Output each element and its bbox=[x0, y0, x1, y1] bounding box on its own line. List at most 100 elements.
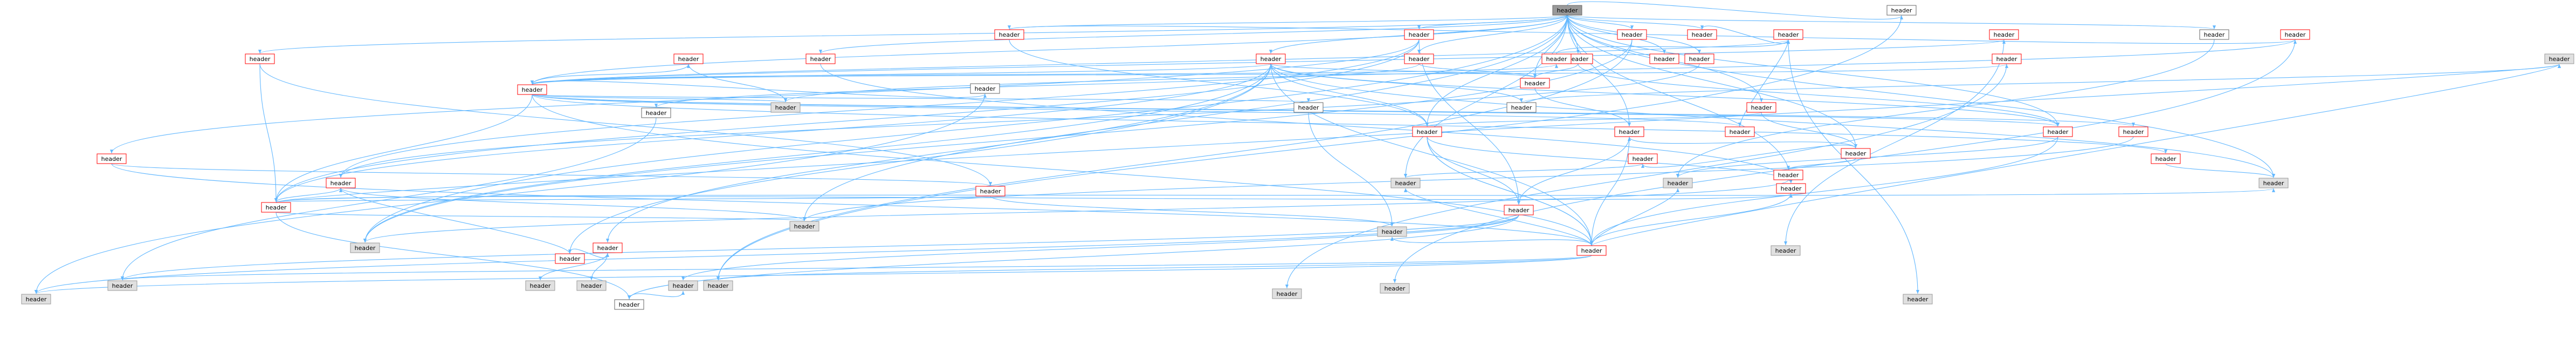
header-node[interactable]: header bbox=[805, 53, 836, 64]
header-node[interactable]: header bbox=[1903, 294, 1933, 305]
header-node[interactable]: header bbox=[703, 280, 733, 291]
header-node[interactable]: header bbox=[1773, 29, 1803, 40]
dependency-edge bbox=[1589, 136, 1630, 246]
header-node[interactable]: header bbox=[1649, 53, 1679, 64]
header-node[interactable]: header bbox=[994, 29, 1024, 40]
header-node[interactable]: header bbox=[1614, 126, 1644, 137]
header-node[interactable]: header bbox=[107, 280, 137, 291]
dependency-edge bbox=[1567, 15, 2216, 30]
header-node[interactable]: header bbox=[1663, 178, 1693, 188]
node-label: header bbox=[522, 86, 543, 93]
header-node[interactable]: header bbox=[1380, 283, 1410, 294]
header-node[interactable]: header bbox=[975, 186, 1005, 197]
header-node[interactable]: header bbox=[1390, 178, 1421, 188]
header-node[interactable]: header bbox=[555, 253, 585, 264]
nodes: header header header header header header head… bbox=[21, 5, 2574, 310]
header-node[interactable]: header bbox=[2258, 178, 2289, 188]
header-node[interactable]: header bbox=[2544, 53, 2574, 64]
header-node[interactable]: header bbox=[1504, 205, 1534, 215]
header-node[interactable]: header bbox=[525, 280, 555, 291]
header-node[interactable]: header bbox=[326, 178, 356, 188]
node-label: header bbox=[1730, 129, 1751, 136]
node-label: header bbox=[678, 56, 699, 63]
node-box bbox=[1293, 102, 1324, 113]
node-label: header bbox=[1778, 31, 1799, 38]
header-node[interactable]: header bbox=[2043, 126, 2073, 137]
dependency-edge bbox=[259, 63, 278, 202]
dependency-edge bbox=[1270, 63, 1429, 127]
header-node[interactable]: header bbox=[1404, 53, 1434, 64]
header-node[interactable]: header bbox=[614, 299, 644, 310]
header-node[interactable]: header bbox=[1541, 53, 1572, 64]
node-box bbox=[994, 29, 1024, 40]
header-node[interactable]: header bbox=[1773, 170, 1803, 180]
header-node[interactable]: header bbox=[245, 53, 275, 64]
header-node[interactable]: header bbox=[2280, 29, 2310, 40]
node-label: header bbox=[26, 296, 47, 303]
header-node[interactable]: header bbox=[1992, 53, 2022, 64]
node-box bbox=[1520, 78, 1550, 89]
header-node[interactable]: header bbox=[21, 294, 51, 305]
header-node[interactable]: header bbox=[1684, 53, 1714, 64]
dependency-edge bbox=[532, 64, 691, 85]
header-node[interactable]: header bbox=[1886, 5, 1917, 16]
node-box bbox=[2280, 29, 2310, 40]
header-node[interactable]: header bbox=[970, 83, 1000, 94]
header-node[interactable]: header bbox=[350, 242, 380, 253]
header-node[interactable]: header bbox=[1576, 245, 1607, 256]
node-label: header bbox=[2123, 129, 2144, 136]
header-node[interactable]: header bbox=[97, 153, 127, 164]
node-label: header bbox=[1622, 31, 1643, 38]
header-node[interactable]: header bbox=[517, 84, 547, 95]
node-label: header bbox=[1781, 185, 1802, 192]
header-node[interactable]: header bbox=[1771, 245, 1801, 256]
header-node[interactable]: header bbox=[1841, 148, 1871, 159]
header-node[interactable]: header bbox=[1404, 29, 1434, 40]
header-node[interactable]: header bbox=[1506, 102, 1537, 113]
dependency-edge bbox=[1628, 137, 1856, 149]
header-node[interactable]: header bbox=[1725, 126, 1755, 137]
node-box bbox=[1628, 153, 1658, 164]
header-node[interactable]: header bbox=[668, 280, 698, 291]
header-node[interactable]: header bbox=[1687, 29, 1717, 40]
node-box bbox=[641, 107, 671, 118]
header-node[interactable]: header bbox=[1989, 29, 2019, 40]
header-node[interactable]: header bbox=[641, 107, 671, 118]
header-node[interactable]: header bbox=[593, 242, 623, 253]
dependency-edge bbox=[532, 94, 2167, 154]
header-node[interactable]: header bbox=[2118, 126, 2148, 137]
dependency-edge bbox=[1534, 87, 1631, 127]
node-box bbox=[517, 84, 547, 95]
node-label: header bbox=[2263, 180, 2284, 187]
dependency-edge bbox=[532, 64, 2008, 85]
header-node[interactable]: header bbox=[673, 53, 704, 64]
node-box bbox=[2043, 126, 2073, 137]
header-node[interactable]: header bbox=[1272, 288, 1302, 299]
header-node[interactable]: header bbox=[1520, 78, 1550, 89]
header-node[interactable]: header bbox=[789, 221, 819, 232]
header-node[interactable]: header bbox=[1746, 102, 1776, 113]
header-node[interactable]: header bbox=[576, 280, 607, 291]
header-node[interactable]: header bbox=[1377, 226, 1407, 237]
header-node[interactable]: header bbox=[1293, 102, 1324, 113]
node-box bbox=[21, 294, 51, 305]
dependency-edge bbox=[532, 94, 1310, 103]
dependency-edge bbox=[1533, 63, 1579, 78]
dependency-edge bbox=[532, 94, 787, 103]
header-node[interactable]: header bbox=[1617, 29, 1647, 40]
dependency-edge bbox=[1427, 136, 1521, 205]
header-node[interactable]: header bbox=[1412, 126, 1442, 137]
header-node[interactable]: header bbox=[2151, 153, 2181, 164]
node-box bbox=[1649, 53, 1679, 64]
header-node[interactable]: header bbox=[770, 102, 801, 113]
header-node[interactable]: header bbox=[1628, 153, 1658, 164]
header-node[interactable]: header bbox=[1776, 183, 1806, 194]
dependency-edge bbox=[1270, 63, 1537, 78]
header-node[interactable]: header bbox=[2199, 29, 2229, 40]
header-node[interactable]: header bbox=[1552, 5, 1582, 16]
header-node[interactable]: header bbox=[1256, 53, 1286, 64]
header-node[interactable]: header bbox=[261, 202, 291, 213]
dependency-edge bbox=[1285, 63, 2007, 289]
dependency-edge bbox=[275, 212, 631, 300]
dependency-edge bbox=[1403, 15, 1568, 178]
